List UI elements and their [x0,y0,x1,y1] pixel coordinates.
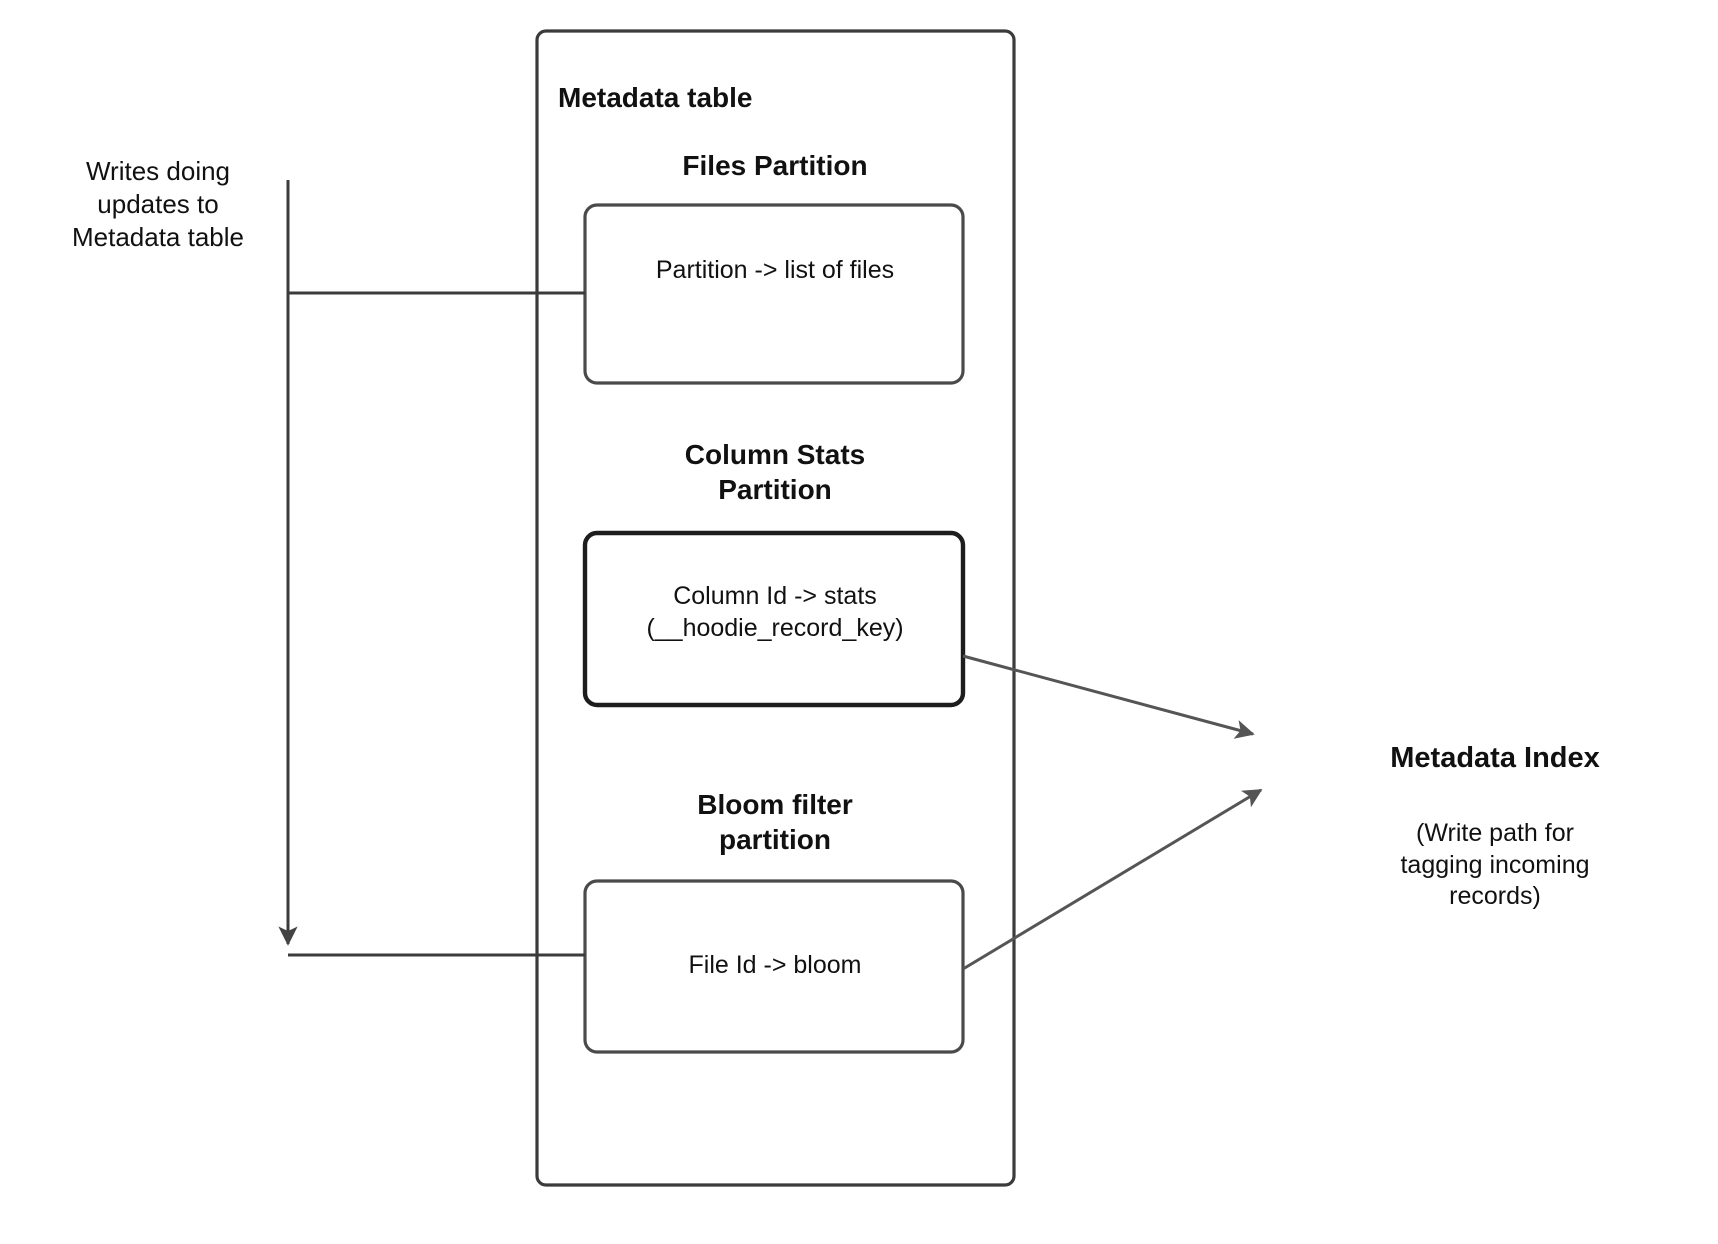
metadata-table-title: Metadata table [558,82,753,113]
arrow-bloom-to-metadata-index [962,788,1263,971]
writes-annotation-label: Writes doing updates to Metadata table [71,156,244,252]
arrow-colstats-to-metadata-index [962,654,1255,739]
files-partition-box-caption: Partition -> list of files [655,256,895,284]
bloom-filter-partition-box-caption: File Id -> bloom [688,951,862,979]
metadata-index-caption: (Write path for tagging incoming records… [1400,819,1590,910]
files-partition-box [583,203,965,385]
metadata-index-title: Metadata Index [1390,742,1600,774]
column-stats-partition-heading: Column Stats Partition [684,439,866,506]
column-stats-partition-box-caption: Column Id -> stats (__hoodie_record_key) [646,582,904,642]
bloom-filter-partition-heading: Bloom filter partition [697,789,853,856]
files-partition-heading: Files Partition [682,150,868,181]
